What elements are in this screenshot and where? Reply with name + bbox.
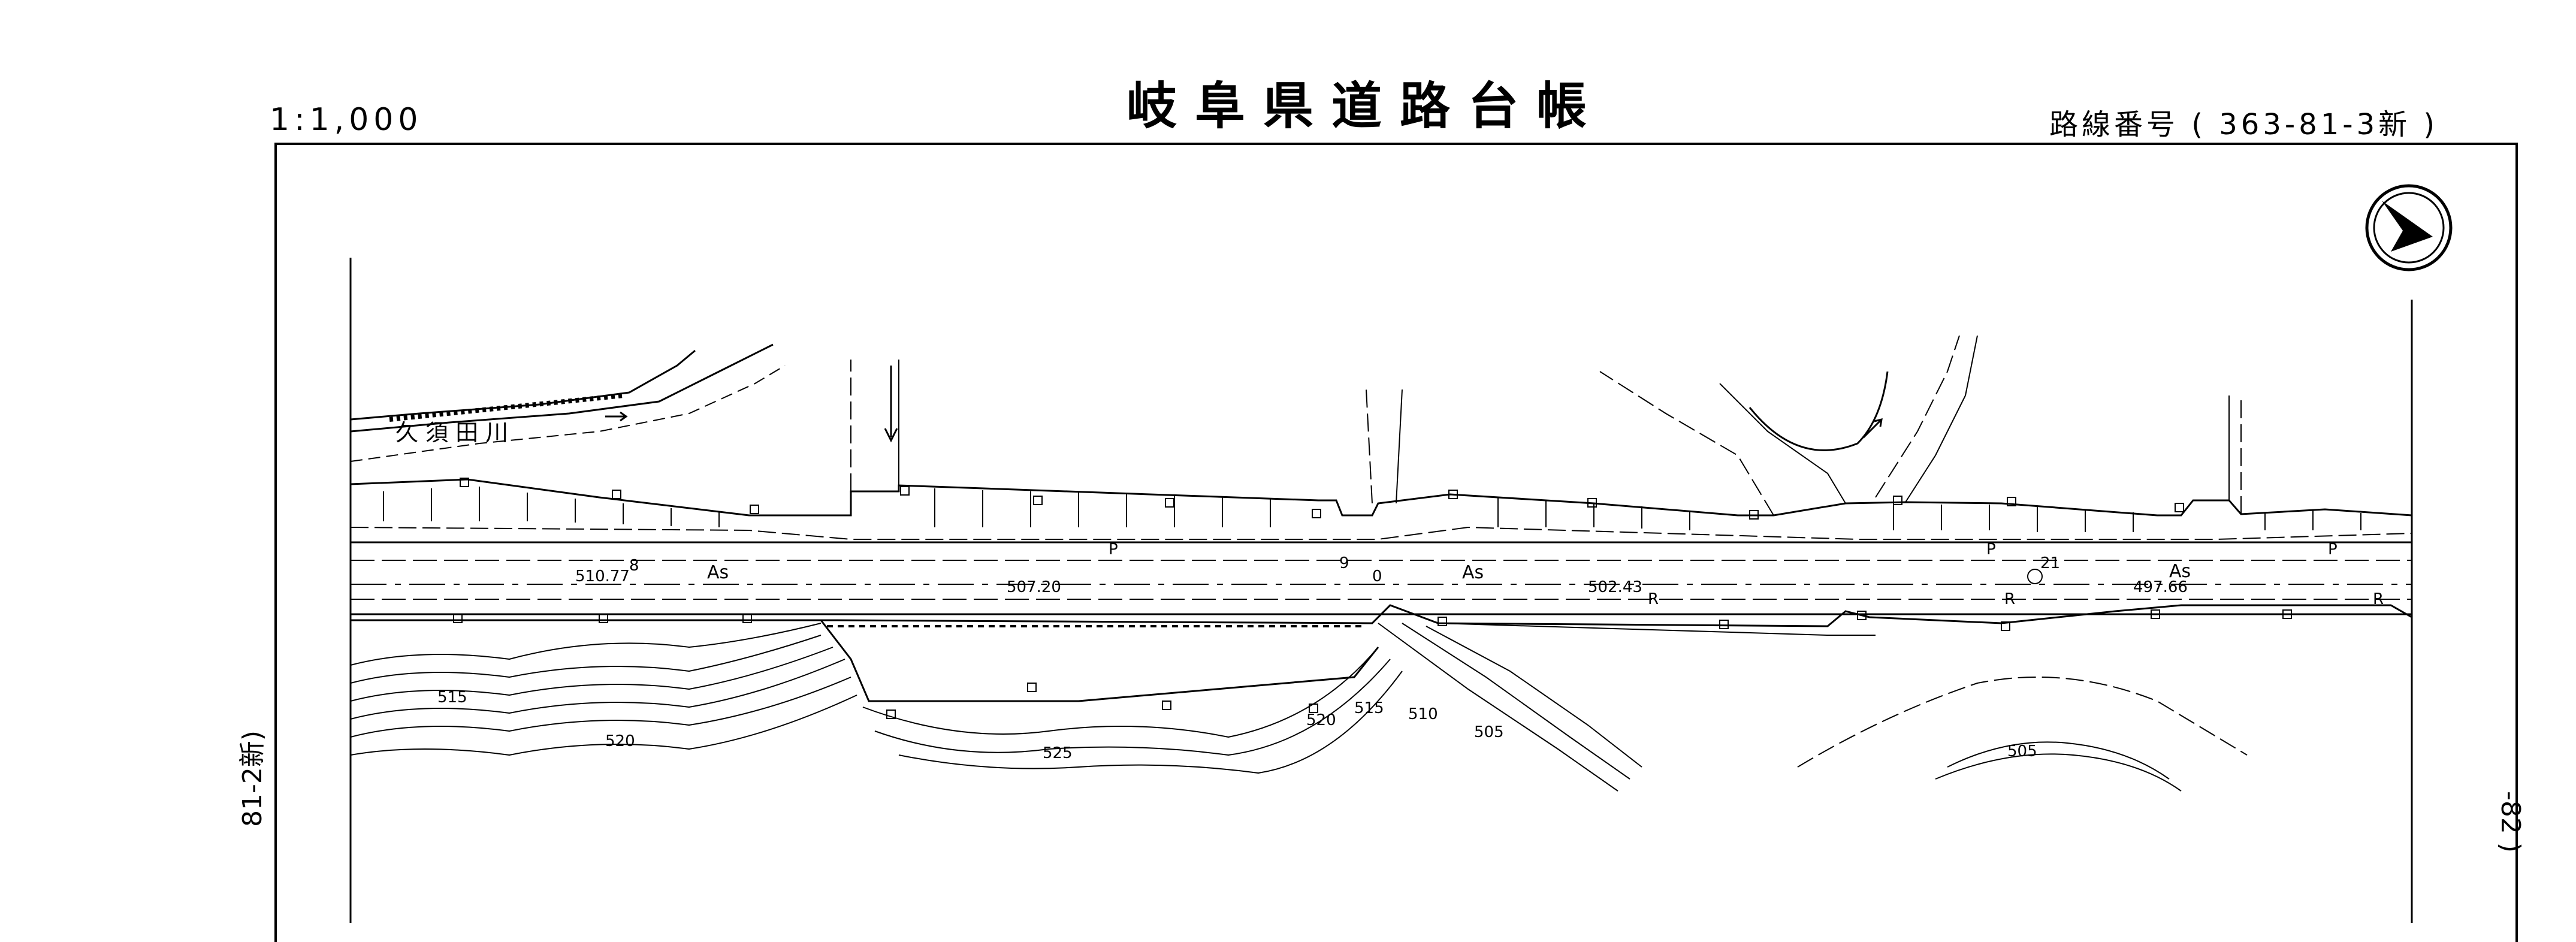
p-label: P [1986, 541, 1996, 558]
contour-label: 510 [1408, 705, 1438, 723]
p-label: P [1109, 541, 1118, 558]
route-code: ( 363-81-3新 ) [2191, 108, 2439, 141]
elevation-label: 502.43 [1588, 578, 1642, 596]
upper-edge [350, 478, 2412, 517]
contour-label: 525 [1043, 744, 1073, 762]
upper-curb [350, 526, 2412, 540]
lower-right-terrain [1797, 677, 2248, 768]
station-label: 8 [629, 557, 639, 575]
p-label: P [2328, 541, 2338, 558]
contour-label: 520 [1306, 711, 1336, 729]
lower-retaining [1438, 623, 1876, 636]
map-scale: 1:1,000 [270, 102, 423, 138]
elevation-label: 497.66 [2133, 578, 2188, 596]
river [350, 343, 786, 462]
contour-lines [350, 623, 2182, 792]
r-label: R [2004, 590, 2015, 608]
station-label: 9 [1339, 554, 1349, 572]
road-edges [351, 541, 2412, 615]
map-frame [274, 143, 2518, 942]
route-label: 路線番号 [2049, 108, 2179, 141]
r-label: R [1648, 590, 1659, 608]
elevation-label: 507.20 [1007, 578, 1061, 596]
contour-label: 505 [1474, 723, 1504, 741]
survey-points [453, 478, 2292, 719]
lower-edge [351, 604, 2412, 627]
side-road-upper [850, 335, 2242, 516]
contour-label: 520 [605, 732, 635, 750]
map-title: 岐阜県道路台帳 [1127, 77, 1605, 135]
elevation-label: 510.77 [575, 567, 630, 585]
route-number: 路線番号 ( 363-81-3新 ) [2049, 101, 2438, 143]
surface-label: As [707, 562, 729, 583]
station-label: 21 [2040, 554, 2060, 572]
r-label: R [2373, 590, 2384, 608]
contour-label: 505 [2007, 742, 2037, 760]
north-arrow-icon [2365, 184, 2453, 271]
surface-label: As [1462, 562, 1484, 583]
lower-cut-slope [820, 620, 1379, 702]
bench-label: 0 [1372, 567, 1382, 585]
surface-label: As [2169, 561, 2191, 582]
contour-label: 515 [1354, 699, 1384, 717]
river-name-label: 久 須 田 川 [395, 419, 508, 446]
contour-label: 515 [437, 689, 467, 707]
